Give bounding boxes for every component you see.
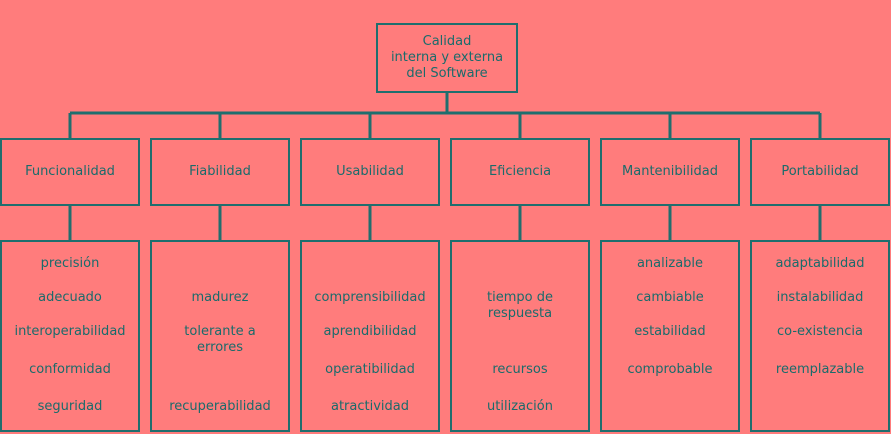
subchars-eficiencia: tiempo de respuesta recursos utilización <box>450 240 590 432</box>
category-label: Portabilidad <box>781 164 859 179</box>
category-mantenibilidad: Mantenibilidad <box>600 138 740 206</box>
category-funcionalidad: Funcionalidad <box>0 138 140 206</box>
category-label: Mantenibilidad <box>622 164 718 179</box>
subchar-item: atractividad <box>330 399 409 414</box>
subchar-item: precisión <box>40 256 100 271</box>
subchars-portabilidad: adaptabilidad instalabilidad co-existenc… <box>750 240 890 432</box>
subchar-item: co-existencia <box>777 324 863 339</box>
category-fiabilidad: Fiabilidad <box>150 138 290 206</box>
root-line-1: Calidad <box>422 34 472 49</box>
subchar-item: utilización <box>487 399 553 414</box>
subchar-item: cambiable <box>636 290 704 305</box>
subchar-item: recuperabilidad <box>169 399 271 414</box>
subchar-item: comprobable <box>627 362 713 377</box>
subchar-item: tiempo de respuesta <box>487 290 553 321</box>
subchar-item: adaptabilidad <box>775 256 865 271</box>
subchar-item: reemplazable <box>775 362 865 377</box>
category-eficiencia: Eficiencia <box>450 138 590 206</box>
subchar-item: analizable <box>636 256 704 271</box>
subchars-fiabilidad: madurez tolerante a errores recuperabili… <box>150 240 290 432</box>
subchar-item: tolerante a errores <box>184 324 256 355</box>
category-label: Eficiencia <box>488 164 552 179</box>
root-node: Calidad interna y externa del Software <box>376 23 518 93</box>
subchars-funcionalidad: precisión adecuado interoperabilidad con… <box>0 240 140 432</box>
subchar-item: estabilidad <box>634 324 706 339</box>
subchar-item: seguridad <box>37 399 103 414</box>
root-line-3: del Software <box>406 66 488 81</box>
category-label: Fiabilidad <box>189 164 251 179</box>
subchar-item: operatibilidad <box>325 362 415 377</box>
subchar-item: recursos <box>492 362 548 377</box>
category-portabilidad: Portabilidad <box>750 138 890 206</box>
subchar-item: instalabilidad <box>776 290 864 305</box>
category-label: Funcionalidad <box>25 164 115 179</box>
category-usabilidad: Usabilidad <box>300 138 440 206</box>
subchars-usabilidad: comprensibilidad aprendibilidad operatib… <box>300 240 440 432</box>
subchar-item: comprensibilidad <box>314 290 426 305</box>
category-label: Usabilidad <box>336 164 404 179</box>
subchar-item: aprendibilidad <box>323 324 417 339</box>
subchar-item: madurez <box>191 290 249 305</box>
subchar-item: interoperabilidad <box>14 324 126 339</box>
subchar-item: adecuado <box>38 290 102 305</box>
subchars-mantenibilidad: analizable cambiable estabilidad comprob… <box>600 240 740 432</box>
root-line-2: interna y externa <box>390 50 504 65</box>
subchar-item: conformidad <box>29 362 111 377</box>
